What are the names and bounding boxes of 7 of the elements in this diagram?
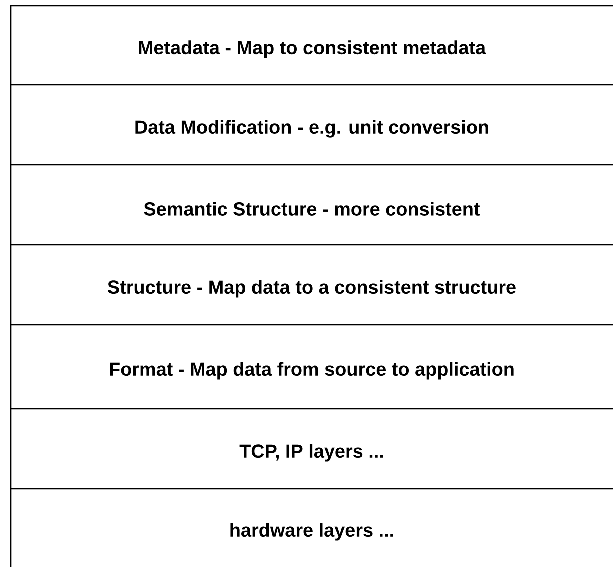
layer-band: Semantic Structure - more consistent — [10, 164, 613, 245]
layer-band: Data Modification - e.g. unit conversion — [10, 84, 613, 165]
layer-band: hardware layers ... — [10, 488, 613, 567]
layer-band: TCP, IP layers ... — [10, 408, 613, 489]
layer-band: Metadata - Map to consistent metadata — [10, 5, 613, 85]
layer-band: Structure - Map data to a consistent structure — [10, 244, 613, 325]
layer-band: Format - Map data from source to application — [10, 324, 613, 409]
